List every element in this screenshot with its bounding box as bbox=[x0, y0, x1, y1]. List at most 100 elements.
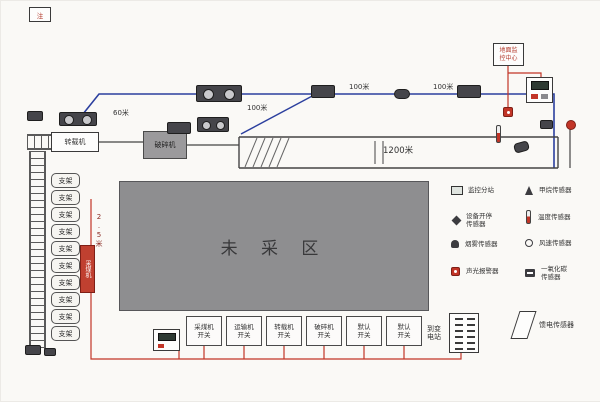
legend-label: 声光报警器 bbox=[466, 267, 499, 276]
junction-dial-icon bbox=[224, 89, 235, 100]
ground-center-box: 地面监 控中心 bbox=[493, 43, 524, 66]
legend-label: 一氧化碳 传感器 bbox=[541, 265, 567, 282]
distance-label: 100米 bbox=[433, 83, 454, 91]
shearer: 采煤机 bbox=[80, 245, 95, 293]
hydraulic-support: 支架 bbox=[51, 326, 80, 341]
pole-sensor bbox=[566, 120, 576, 130]
to-substation-label: 到变 电站 bbox=[427, 325, 441, 342]
alarm-light-icon bbox=[451, 267, 460, 276]
terminal-strip bbox=[455, 318, 463, 350]
legend-label: 风速传感器 bbox=[539, 239, 572, 247]
support-label: 支架 bbox=[58, 312, 73, 321]
legend-label: 设备开停 传感器 bbox=[466, 212, 492, 229]
legend-label: 监控分站 bbox=[468, 186, 494, 195]
conveyor-head-drive bbox=[197, 117, 229, 132]
smoke-sensor-icon bbox=[451, 240, 459, 249]
shearer-label: 采煤机 bbox=[84, 260, 91, 278]
outstation-key bbox=[158, 344, 164, 348]
face-end-device bbox=[27, 111, 43, 121]
legend-item: 监控分站 bbox=[451, 186, 521, 195]
support-label: 支架 bbox=[58, 278, 73, 287]
support-label: 支架 bbox=[58, 329, 73, 338]
hydraulic-support: 支架 bbox=[51, 275, 80, 290]
belt-length-label: 1200米 bbox=[383, 146, 414, 156]
cable-switch-box bbox=[311, 85, 335, 98]
switch-label: 默认 开关 bbox=[397, 322, 411, 339]
junction-box bbox=[196, 85, 242, 102]
hydraulic-support: 支架 bbox=[51, 292, 80, 307]
feed-sensor-label: 馈电传感器 bbox=[539, 321, 574, 329]
transfer-machine: 转载机 bbox=[51, 132, 99, 152]
switch-box-default-2: 默认 开关 bbox=[386, 316, 422, 346]
switch-box-default-1: 默认 开关 bbox=[346, 316, 382, 346]
drive-wheel-icon bbox=[202, 121, 211, 130]
outstation-screen bbox=[158, 333, 176, 341]
legend-item: 甲烷传感器 bbox=[525, 186, 597, 195]
motor-wheel-icon bbox=[64, 115, 74, 125]
cable-switch-box bbox=[457, 85, 481, 98]
equipment-onoff-sensor-icon bbox=[451, 215, 462, 226]
note-box: 注 bbox=[29, 7, 51, 22]
switch-box-crusher: 破碎机 开关 bbox=[306, 316, 342, 346]
legend-label: 甲烷传感器 bbox=[539, 186, 572, 195]
junction-dial-icon bbox=[203, 89, 214, 100]
note-text: 注 bbox=[36, 11, 44, 20]
legend-item: 一氧化碳 传感器 bbox=[525, 265, 597, 282]
support-label: 支架 bbox=[58, 295, 73, 304]
temperature-sensor-icon bbox=[526, 210, 531, 224]
alarm-light bbox=[503, 107, 513, 117]
tail-sensor-box bbox=[540, 120, 553, 129]
bottom-outstation bbox=[153, 329, 180, 351]
face-conveyor-track bbox=[29, 151, 46, 349]
corner-device bbox=[44, 348, 56, 356]
support-label: 支架 bbox=[58, 193, 73, 202]
legend-label: 温度传感器 bbox=[538, 212, 571, 221]
unmined-label: 未 采 区 bbox=[220, 238, 328, 259]
hydraulic-support: 支架 bbox=[51, 207, 80, 222]
legend-item: 声光报警器 bbox=[451, 267, 521, 276]
transfer-label: 转载机 bbox=[64, 137, 86, 146]
distance-label: 100米 bbox=[349, 83, 370, 91]
switch-label: 转载机 开关 bbox=[274, 322, 294, 339]
switch-label: 默认 开关 bbox=[357, 322, 371, 339]
support-label: 支架 bbox=[58, 176, 73, 185]
legend-item: 设备开停 传感器 bbox=[451, 212, 521, 229]
legend-item: 风速传感器 bbox=[525, 239, 597, 248]
temperature-sensor bbox=[496, 125, 501, 143]
hydraulic-support: 支架 bbox=[51, 258, 80, 273]
crusher: 破碎机 bbox=[143, 131, 187, 159]
tailgate-track bbox=[27, 134, 53, 150]
switch-box-transfer: 转载机 开关 bbox=[266, 316, 302, 346]
monitor-icon bbox=[451, 186, 463, 195]
power-terminal-box bbox=[449, 313, 479, 353]
support-label: 支架 bbox=[58, 210, 73, 219]
support-label: 支架 bbox=[58, 244, 73, 253]
terminal-strip bbox=[467, 318, 475, 350]
hydraulic-support: 支架 bbox=[51, 190, 80, 205]
motor-wheel-icon bbox=[82, 115, 92, 125]
substation-screen bbox=[531, 81, 549, 90]
hydraulic-support: 支架 bbox=[51, 309, 80, 324]
methane-sensor-icon bbox=[525, 186, 533, 195]
support-spacing-label: 2.5米 bbox=[95, 213, 103, 248]
switch-label: 采煤机 开关 bbox=[194, 322, 214, 339]
crusher-label: 破碎机 bbox=[154, 141, 176, 149]
substation-key bbox=[541, 94, 548, 99]
support-label: 支架 bbox=[58, 261, 73, 270]
legend-item: 烟雾传感器 bbox=[451, 240, 521, 249]
hydraulic-support: 支架 bbox=[51, 241, 80, 256]
corner-device bbox=[25, 345, 41, 355]
wind-speed-sensor-icon bbox=[525, 239, 533, 248]
switch-label: 运输机 开关 bbox=[234, 322, 254, 339]
support-label: 支架 bbox=[58, 227, 73, 236]
distance-label: 100米 bbox=[247, 104, 268, 112]
electric-control-box bbox=[167, 122, 191, 134]
switch-box-shearer: 采煤机 开关 bbox=[186, 316, 222, 346]
ground-center-label: 地面监 控中心 bbox=[499, 47, 518, 62]
switch-box-conveyor: 运输机 开关 bbox=[226, 316, 262, 346]
co-sensor-icon bbox=[525, 269, 535, 278]
substation-key bbox=[531, 94, 538, 99]
hydraulic-support: 支架 bbox=[51, 173, 80, 188]
legend-item: 温度传感器 bbox=[525, 210, 597, 224]
